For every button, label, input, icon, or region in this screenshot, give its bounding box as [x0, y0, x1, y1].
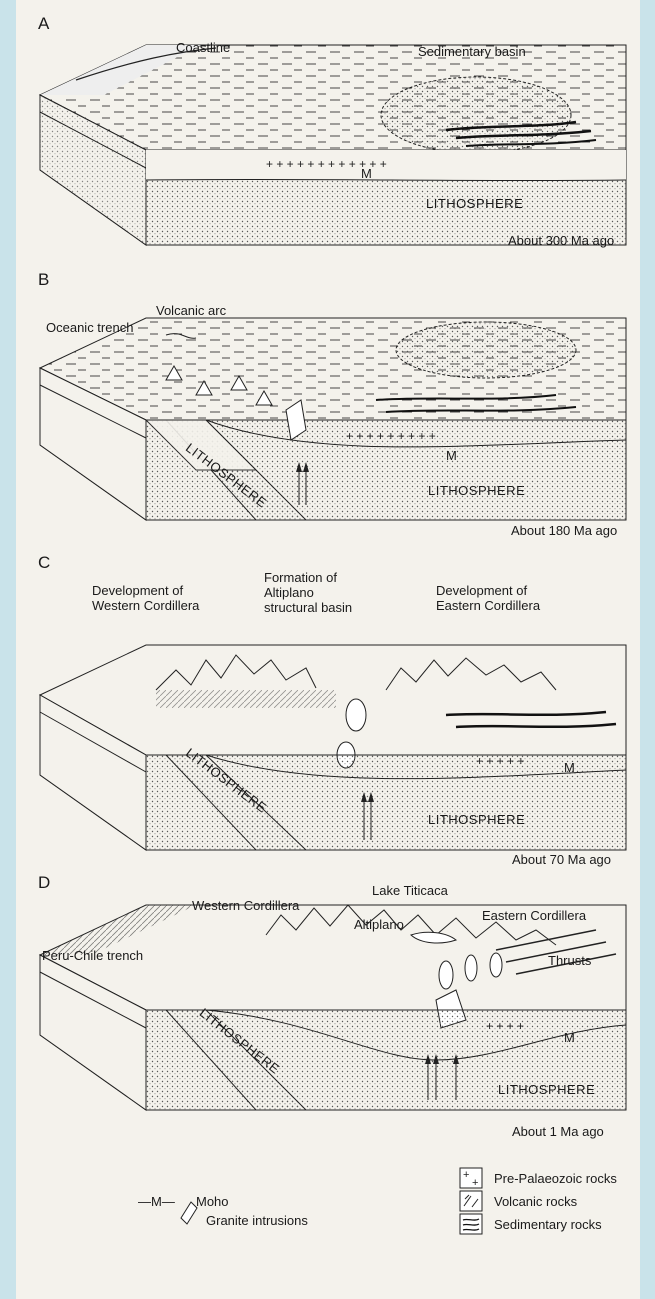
- legend-granite-label: Granite intrusions: [206, 1213, 308, 1228]
- label-peru-chile-trench: Peru-Chile trench: [42, 948, 143, 963]
- block-diagrams: + + + + + + + + + + + + + + + + + + + + …: [16, 0, 640, 1299]
- svg-text:+ + + +: + + + +: [486, 1019, 524, 1033]
- label-oceanic-trench: Oceanic trench: [46, 320, 133, 335]
- panel-c-letter: C: [38, 553, 50, 573]
- granite-intrusion-icon: [181, 1202, 197, 1224]
- legend-sedimentary-label: Sedimentary rocks: [494, 1217, 602, 1232]
- label-lithosphere-a: LITHOSPHERE: [426, 196, 523, 211]
- age-d: About 1 Ma ago: [512, 1124, 604, 1139]
- svg-text:+: +: [463, 1169, 469, 1181]
- panel-b-letter: B: [38, 270, 49, 290]
- panel-a-diagram: + + + + + + + + + + + +: [40, 45, 626, 245]
- svg-text:+ + + + +: + + + + +: [476, 754, 524, 768]
- label-lake-titicaca: Lake Titicaca: [372, 883, 448, 898]
- label-moho-b: M: [446, 448, 457, 463]
- label-western-cordillera-d: Western Cordillera: [192, 898, 299, 913]
- label-western-cordillera-c: Development of Western Cordillera: [92, 583, 199, 613]
- figure-page: + + + + + + + + + + + + + + + + + + + + …: [16, 0, 640, 1299]
- volcanic-rocks-icon: [460, 1191, 482, 1211]
- label-moho-c: M: [564, 760, 575, 775]
- legend-moho-label: Moho: [196, 1194, 229, 1209]
- label-sedimentary-basin: Sedimentary basin: [418, 44, 526, 59]
- age-c: About 70 Ma ago: [512, 852, 611, 867]
- panel-a-letter: A: [38, 14, 49, 34]
- age-a: About 300 Ma ago: [508, 233, 614, 248]
- panel-d-letter: D: [38, 873, 50, 893]
- label-moho-a: M: [361, 166, 372, 181]
- label-coastline: Coastline: [176, 40, 230, 55]
- label-altiplano: Altiplano: [354, 917, 404, 932]
- label-thrusts: Thrusts: [548, 953, 591, 968]
- svg-text:+ + + + + + + +: + + + + + + + + +: [346, 429, 436, 443]
- label-lithosphere-b: LITHOSPHERE: [428, 483, 525, 498]
- label-eastern-cordillera-c: Development of Eastern Cordillera: [436, 583, 540, 613]
- age-b: About 180 Ma ago: [511, 523, 617, 538]
- label-lithosphere-d: LITHOSPHERE: [498, 1082, 595, 1097]
- panel-b-diagram: + + + + + + + + +: [40, 318, 626, 520]
- legend-volcanic-label: Volcanic rocks: [494, 1194, 577, 1209]
- label-moho-d: M: [564, 1030, 575, 1045]
- svg-text:+: +: [472, 1177, 478, 1189]
- legend-moho-symbol: —M—: [138, 1194, 175, 1209]
- panel-d-diagram: + + + +: [40, 905, 626, 1110]
- label-eastern-cordillera-d: Eastern Cordillera: [482, 908, 586, 923]
- label-altiplano-basin: Formation of Altiplano structural basin: [264, 570, 352, 615]
- label-volcanic-arc: Volcanic arc: [156, 303, 226, 318]
- panel-c-diagram: + + + + +: [40, 645, 626, 850]
- legend-pre-palaeozoic-label: Pre-Palaeozoic rocks: [494, 1171, 617, 1186]
- label-lithosphere-c: LITHOSPHERE: [428, 812, 525, 827]
